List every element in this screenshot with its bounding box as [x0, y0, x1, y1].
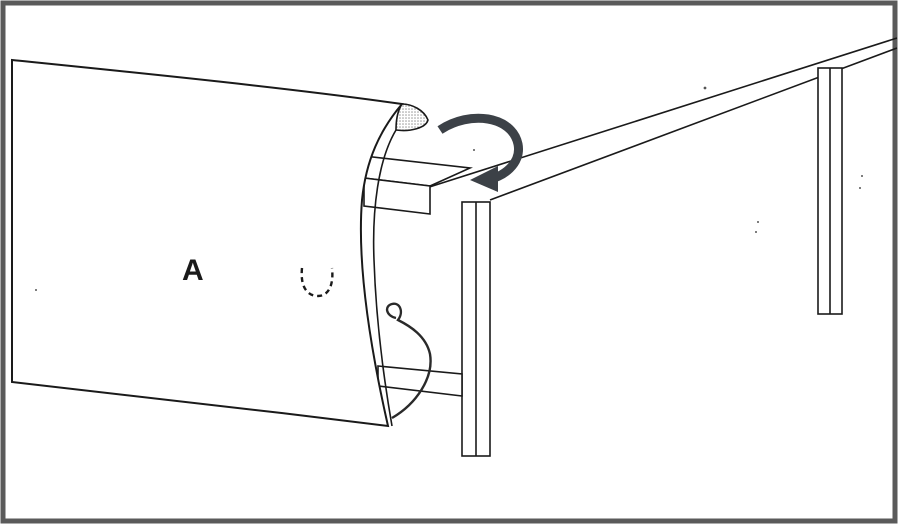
table-leg-back	[818, 68, 842, 314]
panel-label: A	[182, 254, 204, 287]
table-leg-front	[462, 202, 490, 456]
